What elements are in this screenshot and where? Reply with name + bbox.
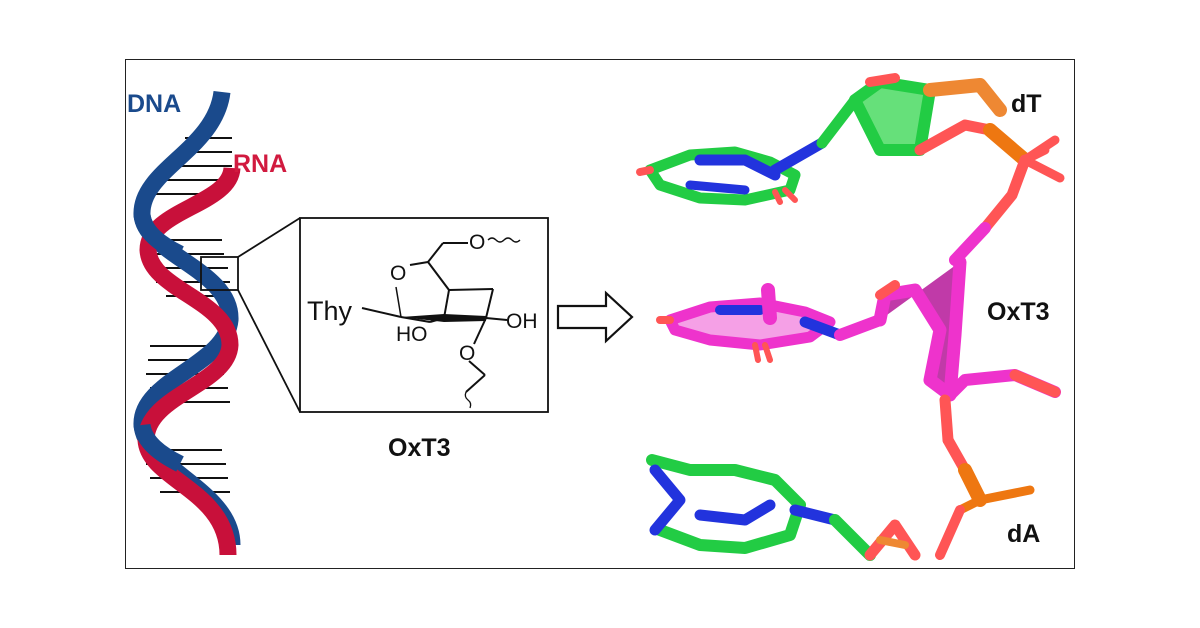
- zoom-target-box: [299, 217, 549, 413]
- dna-label: DNA: [127, 90, 182, 118]
- rna-strand: [137, 166, 241, 556]
- top-oxygen-label: O: [469, 231, 486, 254]
- da-residue: [646, 454, 921, 561]
- oxt3-structure-bonds: [361, 237, 521, 409]
- oxt3-model-label: OxT3: [987, 298, 1050, 326]
- ring-oxygen-label: O: [390, 262, 407, 285]
- oxt3-residue: [656, 255, 1061, 446]
- thy-group-label: Thy: [307, 296, 353, 326]
- stick-model: [636, 73, 1065, 561]
- oxt3-structure-label: OxT3: [388, 434, 451, 462]
- rna-label: RNA: [233, 150, 288, 178]
- double-helix: [133, 90, 241, 556]
- zoom-source-box: [200, 256, 239, 291]
- dt-residue: [636, 73, 1065, 206]
- dt-label: dT: [1011, 90, 1042, 118]
- lower-oxygen-label: O: [459, 342, 476, 365]
- da-label: dA: [1007, 520, 1041, 548]
- hydroxyl-right-label: OH: [506, 310, 538, 333]
- hollow-right-arrow-icon: [556, 290, 634, 344]
- hydroxyl-left-label: HO: [396, 323, 428, 346]
- zoom-callout: [200, 217, 549, 413]
